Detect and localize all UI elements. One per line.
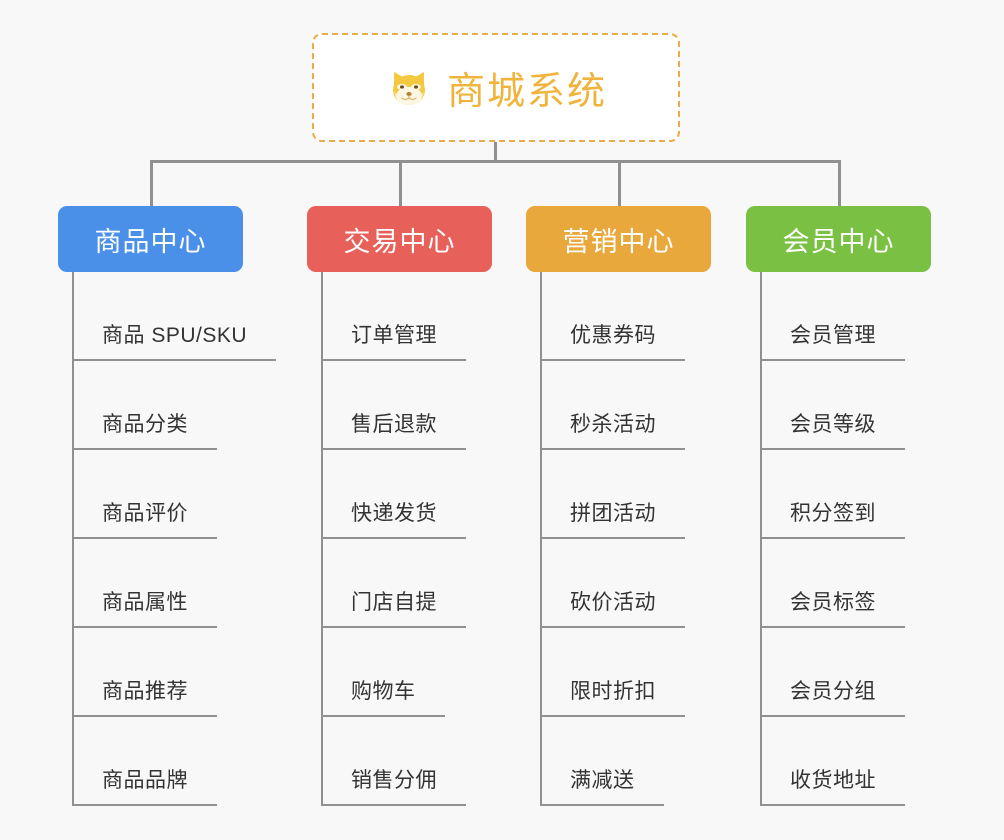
leaf-item[interactable]: 销售分佣 (321, 717, 466, 806)
leaf-item-label: 会员管理 (790, 324, 876, 347)
leaf-item-underline (760, 359, 905, 361)
category-label: 商品中心 (94, 226, 207, 257)
branch-spine-marketing-center (540, 272, 542, 806)
leaf-item-underline (760, 715, 905, 717)
connector-drop-trade-center (399, 160, 402, 206)
category-box-marketing-center[interactable]: 营销中心 (526, 206, 711, 272)
leaf-item-underline (540, 626, 685, 628)
leaf-item[interactable]: 会员标签 (760, 539, 905, 628)
leaf-item-label: 门店自提 (351, 591, 437, 614)
leaf-item-underline (540, 715, 685, 717)
leaf-item-underline (760, 804, 905, 806)
leaf-item[interactable]: 积分签到 (760, 450, 905, 539)
connector-drop-marketing-center (618, 160, 621, 206)
leaf-item-underline (540, 804, 664, 806)
leaf-item-underline (321, 715, 445, 717)
leaf-item[interactable]: 优惠券码 (540, 272, 685, 361)
leaf-item[interactable]: 秒杀活动 (540, 361, 685, 450)
leaf-item-label: 商品品牌 (102, 769, 188, 792)
leaf-item-underline (321, 359, 466, 361)
leaf-item-label: 商品 SPU/SKU (102, 324, 248, 347)
leaf-item-label: 商品推荐 (102, 680, 188, 703)
leaf-item[interactable]: 满减送 (540, 717, 664, 806)
leaf-item-label: 拼团活动 (570, 502, 656, 525)
leaf-item-label: 销售分佣 (351, 769, 437, 792)
category-label: 会员中心 (782, 226, 895, 257)
connector-drop-product-center (150, 160, 153, 206)
leaf-item-label: 订单管理 (351, 324, 437, 347)
leaf-item-underline (760, 448, 905, 450)
leaf-item-underline (540, 448, 685, 450)
leaf-item-label: 商品评价 (102, 502, 188, 525)
leaf-item-label: 满减送 (570, 769, 635, 792)
branch-spine-product-center (72, 272, 74, 806)
connector-drop-member-center (838, 160, 841, 206)
connector-root-stem (494, 142, 497, 163)
leaf-item[interactable]: 砍价活动 (540, 539, 685, 628)
category-label: 交易中心 (343, 226, 456, 257)
category-box-trade-center[interactable]: 交易中心 (307, 206, 492, 272)
branch-spine-member-center (760, 272, 762, 806)
leaf-item-underline (72, 359, 276, 361)
leaf-item[interactable]: 售后退款 (321, 361, 466, 450)
leaf-item[interactable]: 商品推荐 (72, 628, 217, 717)
leaf-item-label: 商品属性 (102, 591, 188, 614)
leaf-item[interactable]: 会员分组 (760, 628, 905, 717)
leaf-item-label: 积分签到 (790, 502, 876, 525)
category-label: 营销中心 (562, 226, 675, 257)
leaf-item-label: 售后退款 (351, 413, 437, 436)
leaf-item-underline (321, 804, 466, 806)
leaf-item[interactable]: 商品品牌 (72, 717, 217, 806)
leaf-item-underline (760, 537, 905, 539)
leaf-item-underline (72, 537, 217, 539)
leaf-item-label: 限时折扣 (570, 680, 656, 703)
leaf-item-label: 商品分类 (102, 413, 188, 436)
leaf-item-underline (760, 626, 905, 628)
leaf-item[interactable]: 限时折扣 (540, 628, 685, 717)
root-node[interactable]: 商城系统 (312, 33, 680, 142)
leaf-item-label: 快递发货 (351, 502, 437, 525)
leaf-item-underline (72, 626, 217, 628)
leaf-item[interactable]: 商品属性 (72, 539, 217, 628)
leaf-item-label: 砍价活动 (570, 591, 656, 614)
leaf-item-label: 会员分组 (790, 680, 876, 703)
leaf-item-underline (321, 626, 466, 628)
category-box-member-center[interactable]: 会员中心 (746, 206, 931, 272)
leaf-item[interactable]: 商品 SPU/SKU (72, 272, 276, 361)
dog-face-icon (385, 64, 433, 112)
leaf-item[interactable]: 收货地址 (760, 717, 905, 806)
leaf-item-label: 秒杀活动 (570, 413, 656, 436)
leaf-item[interactable]: 拼团活动 (540, 450, 685, 539)
leaf-item-underline (72, 804, 217, 806)
leaf-item[interactable]: 快递发货 (321, 450, 466, 539)
leaf-item[interactable]: 会员等级 (760, 361, 905, 450)
leaf-item-underline (72, 715, 217, 717)
leaf-item[interactable]: 商品评价 (72, 450, 217, 539)
leaf-item[interactable]: 购物车 (321, 628, 445, 717)
root-title: 商城系统 (446, 71, 607, 113)
connector-horizontal-bus (150, 160, 841, 163)
leaf-item-label: 收货地址 (790, 769, 876, 792)
branch-spine-trade-center (321, 272, 323, 806)
leaf-item-underline (540, 537, 685, 539)
leaf-item[interactable]: 商品分类 (72, 361, 217, 450)
leaf-item[interactable]: 会员管理 (760, 272, 905, 361)
category-box-product-center[interactable]: 商品中心 (58, 206, 243, 272)
leaf-item-underline (321, 537, 466, 539)
leaf-item-label: 购物车 (351, 680, 416, 703)
leaf-item[interactable]: 门店自提 (321, 539, 466, 628)
leaf-item-underline (540, 359, 685, 361)
leaf-item-underline (72, 448, 217, 450)
leaf-item-label: 优惠券码 (570, 324, 656, 347)
leaf-item-label: 会员等级 (790, 413, 876, 436)
leaf-item-underline (321, 448, 466, 450)
leaf-item[interactable]: 订单管理 (321, 272, 466, 361)
leaf-item-label: 会员标签 (790, 591, 876, 614)
